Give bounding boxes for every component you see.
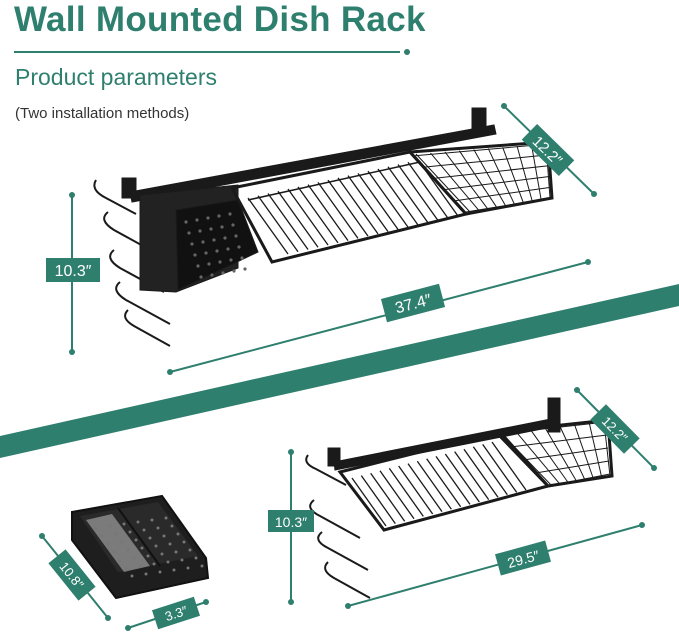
title-underline <box>14 49 410 55</box>
rack-top-image <box>93 107 554 347</box>
top-height-label: 10.3″ <box>55 263 92 280</box>
bottom-height-dimension: 10.3″ <box>268 449 314 605</box>
top-length-dimension: 37.4″ <box>167 259 591 375</box>
section-subtitle: Product parameters <box>15 64 217 90</box>
holder-width-dimension: 3.3″ <box>125 596 209 631</box>
bottom-length-dimension: 29.5″ <box>345 522 645 609</box>
installation-note: (Two installation methods) <box>15 105 190 122</box>
holder-height-dimension: 10.8″ <box>39 533 111 621</box>
page-title: Wall Mounted Dish Rack <box>14 0 426 39</box>
rack-bottom-image <box>305 397 614 599</box>
holder-width-label: 3.3″ <box>163 603 190 624</box>
top-height-dimension: 10.3″ <box>46 192 100 355</box>
divider-band <box>0 284 679 458</box>
bottom-height-label: 10.3″ <box>275 514 307 530</box>
utensil-holder-image <box>71 494 210 600</box>
